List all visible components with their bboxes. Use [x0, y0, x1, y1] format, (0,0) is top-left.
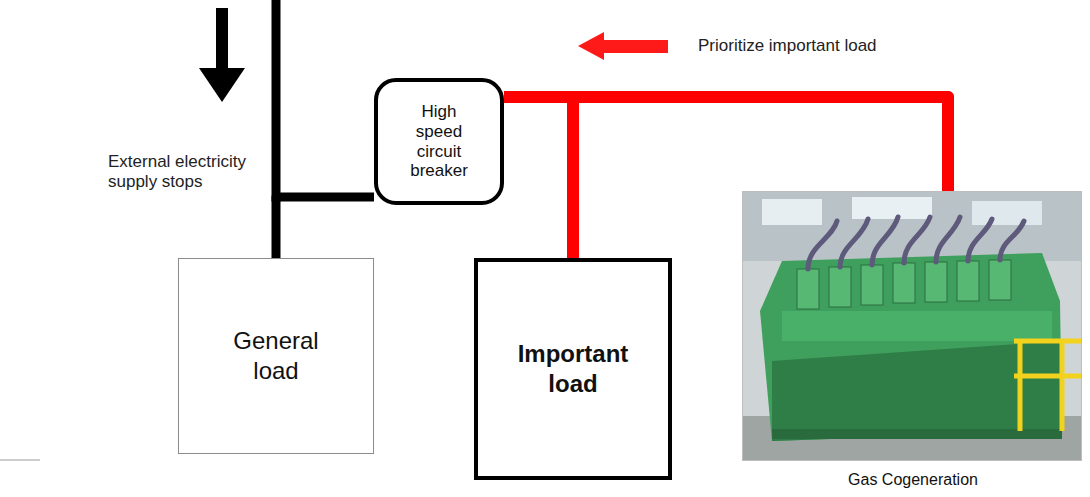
- annotation-label: Prioritize important load: [698, 36, 958, 56]
- stray-rule: [0, 460, 40, 461]
- down-arrow: [199, 8, 245, 102]
- power-line: [276, 197, 374, 258]
- generator-figure: Gas Cogeneration: [742, 191, 1084, 493]
- node-label: High speed circuit breaker: [404, 102, 474, 180]
- figure-caption: Gas Cogeneration: [848, 471, 978, 489]
- cogeneration-photo: [742, 191, 1082, 461]
- priority-arrow: [578, 32, 668, 60]
- annotation-label: External electricity supply stops: [108, 152, 270, 193]
- breaker-box: High speed circuit breaker: [374, 78, 504, 205]
- load-box: Important load: [474, 258, 672, 480]
- node-label: Important load: [508, 339, 638, 399]
- node-label: General load: [223, 326, 329, 386]
- power-line: [573, 97, 948, 258]
- load-box: General load: [178, 258, 374, 454]
- supply-line: [272, 0, 281, 202]
